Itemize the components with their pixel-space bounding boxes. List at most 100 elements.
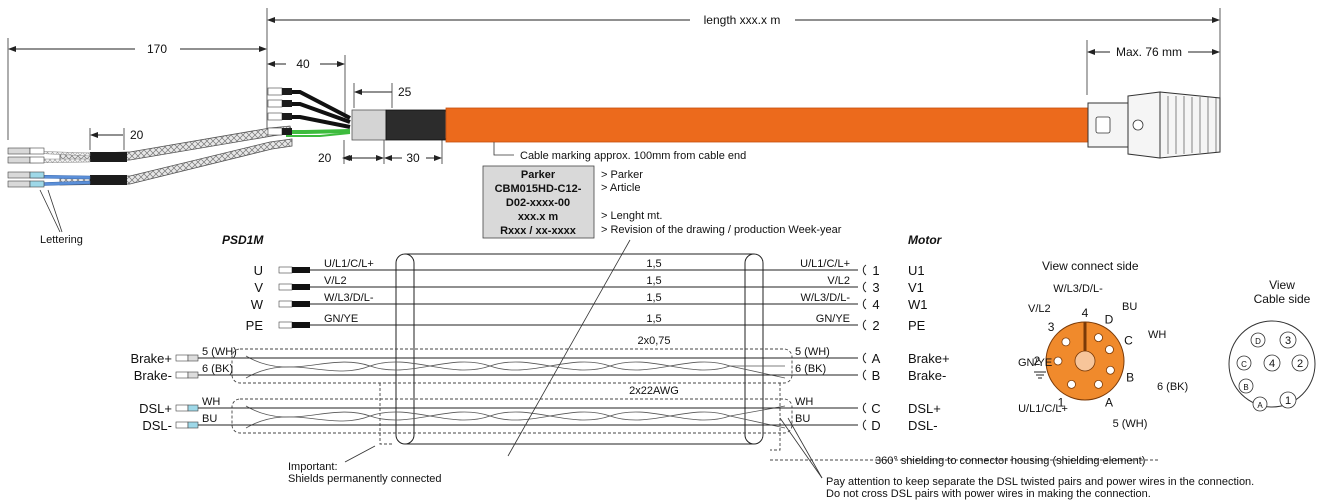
ferrules-left bbox=[7, 147, 45, 188]
drive-terminal-label: U bbox=[254, 263, 263, 278]
wire-code-label: BU bbox=[202, 413, 217, 425]
motor-wire-code-label: BU bbox=[795, 413, 810, 425]
ferrule-sleeve bbox=[292, 301, 310, 307]
marking-row-3: xxx.x m bbox=[518, 211, 559, 223]
cable-side-pin bbox=[1252, 396, 1268, 412]
max-connector-label: Max. 76 mm bbox=[1116, 45, 1182, 59]
motor-terminal-label: DSL+ bbox=[908, 401, 941, 416]
connector-pin-hole bbox=[1105, 345, 1114, 354]
drive-terminal-label: V bbox=[254, 280, 263, 295]
drive-terminal-label: DSL+ bbox=[139, 401, 172, 416]
motor-terminal-label: U1 bbox=[908, 263, 925, 278]
wire-code-label: 6 (BK) bbox=[202, 363, 233, 375]
connector-pin-id: D bbox=[1105, 312, 1114, 326]
connector-wire-label: BU bbox=[1122, 301, 1137, 313]
connector-wire-label: WH bbox=[1148, 329, 1166, 341]
connector-pin-id: 2 bbox=[1034, 354, 1041, 368]
wire-section-label: 1,5 bbox=[646, 313, 661, 325]
cable-marking-label: Cable marking approx. 100mm from cable e… bbox=[520, 150, 746, 162]
wire-code-label: WH bbox=[202, 396, 220, 408]
cable-side-pin-id: 2 bbox=[1297, 358, 1303, 370]
cable-side-pin bbox=[1279, 391, 1297, 409]
motor-pin-label: 1 bbox=[872, 263, 879, 278]
cable-side-pin-id: 1 bbox=[1285, 395, 1291, 407]
ferrule bbox=[278, 321, 293, 329]
motor-terminal-label: DSL- bbox=[908, 418, 938, 433]
drive-terminal-label: Brake- bbox=[134, 368, 172, 383]
motor-pin-label: C bbox=[871, 401, 880, 416]
marking-row-0: Parker bbox=[521, 169, 556, 181]
ferrule bbox=[175, 421, 189, 429]
motor-wire-code-label: W/L3/D/L- bbox=[800, 292, 850, 304]
power-conductors bbox=[267, 87, 351, 137]
ferrule-sleeve bbox=[292, 322, 310, 328]
total-length-label: length xxx.x m bbox=[704, 13, 781, 27]
connector-pin-hole bbox=[1067, 379, 1076, 389]
connector-pin-id: 4 bbox=[1082, 306, 1089, 320]
motor-wire-code-label: V/L2 bbox=[827, 275, 850, 287]
attention-line-2: Do not cross DSL pairs with power wires … bbox=[826, 488, 1151, 500]
drive-terminal-label: Brake+ bbox=[130, 351, 172, 366]
marking-note-2: > Lenght mt. bbox=[601, 210, 662, 222]
dark-sleeve bbox=[385, 109, 447, 141]
strip-20-top-label: 20 bbox=[130, 128, 144, 142]
ferrule-sleeve bbox=[187, 404, 199, 412]
motor-pin-label: 4 bbox=[872, 297, 879, 312]
motor-terminal-label: Brake+ bbox=[908, 351, 950, 366]
drive-terminal-label: W bbox=[251, 297, 264, 312]
motor-pin-label: B bbox=[872, 368, 881, 383]
connector-pin-hole bbox=[1105, 365, 1115, 375]
connector-pin-id: C bbox=[1124, 334, 1133, 348]
motor-wire-code-label: 6 (BK) bbox=[795, 363, 826, 375]
gray-sleeve bbox=[351, 109, 387, 141]
motor-terminal-label: PE bbox=[908, 318, 926, 333]
connector-pin-hole bbox=[1061, 337, 1071, 347]
socket-contact bbox=[862, 352, 867, 364]
marking-note-0: > Parker bbox=[601, 169, 643, 181]
ferrule bbox=[278, 266, 293, 274]
strip-170-label: 170 bbox=[147, 42, 167, 56]
ferrule bbox=[175, 371, 189, 379]
marking-note-1: > Article bbox=[601, 182, 640, 194]
drive-terminal-label: DSL- bbox=[142, 418, 172, 433]
motor-wire-code-label: WH bbox=[795, 396, 813, 408]
ferrule bbox=[278, 300, 293, 308]
ferrule bbox=[278, 283, 293, 291]
lettering-label: Lettering bbox=[40, 234, 83, 246]
connector-pin-id: 1 bbox=[1058, 396, 1065, 410]
ferrule bbox=[175, 404, 189, 412]
socket-contact bbox=[862, 281, 867, 293]
connector-pin-id: 3 bbox=[1048, 320, 1055, 334]
strip-40-label: 40 bbox=[296, 57, 310, 71]
drive-label: PSD1M bbox=[222, 233, 264, 247]
marking-row-4: Rxxx / xx-xxxx bbox=[500, 225, 577, 237]
motor-pin-label: 2 bbox=[872, 318, 879, 333]
strip-25-label: 25 bbox=[398, 85, 412, 99]
pair-shields bbox=[231, 348, 1160, 461]
cable-marking-box: Parker CBM015HD-C12- D02-xxxx-00 xxx.x m… bbox=[482, 165, 842, 239]
cable-side-pin bbox=[1250, 332, 1266, 348]
motor-pin-label: A bbox=[872, 351, 881, 366]
connector-pin-id: A bbox=[1105, 396, 1113, 410]
ferrule-sleeve bbox=[187, 371, 199, 379]
cable-side-pin-id: 3 bbox=[1285, 335, 1291, 347]
cable-side-pin-id: D bbox=[1255, 337, 1261, 346]
wire-section-label: 1,5 bbox=[646, 275, 661, 287]
cable-side-pin bbox=[1291, 354, 1309, 372]
wire-code-label: W/L3/D/L- bbox=[324, 292, 374, 304]
drive-terminal-label: PE bbox=[246, 318, 264, 333]
wire-code-label: V/L2 bbox=[324, 275, 347, 287]
marking-note-3: > Revision of the drawing / production W… bbox=[601, 224, 842, 236]
cable-side-pin-id: B bbox=[1243, 383, 1248, 392]
wire-section-label: 2x0,75 bbox=[637, 335, 670, 347]
connector-pin-hole bbox=[1094, 379, 1103, 389]
cable-side-pin-id: A bbox=[1257, 401, 1263, 410]
ferrule-sleeve bbox=[187, 421, 199, 429]
motor-connector-side bbox=[1087, 91, 1221, 159]
cable-side-pin bbox=[1279, 331, 1297, 349]
